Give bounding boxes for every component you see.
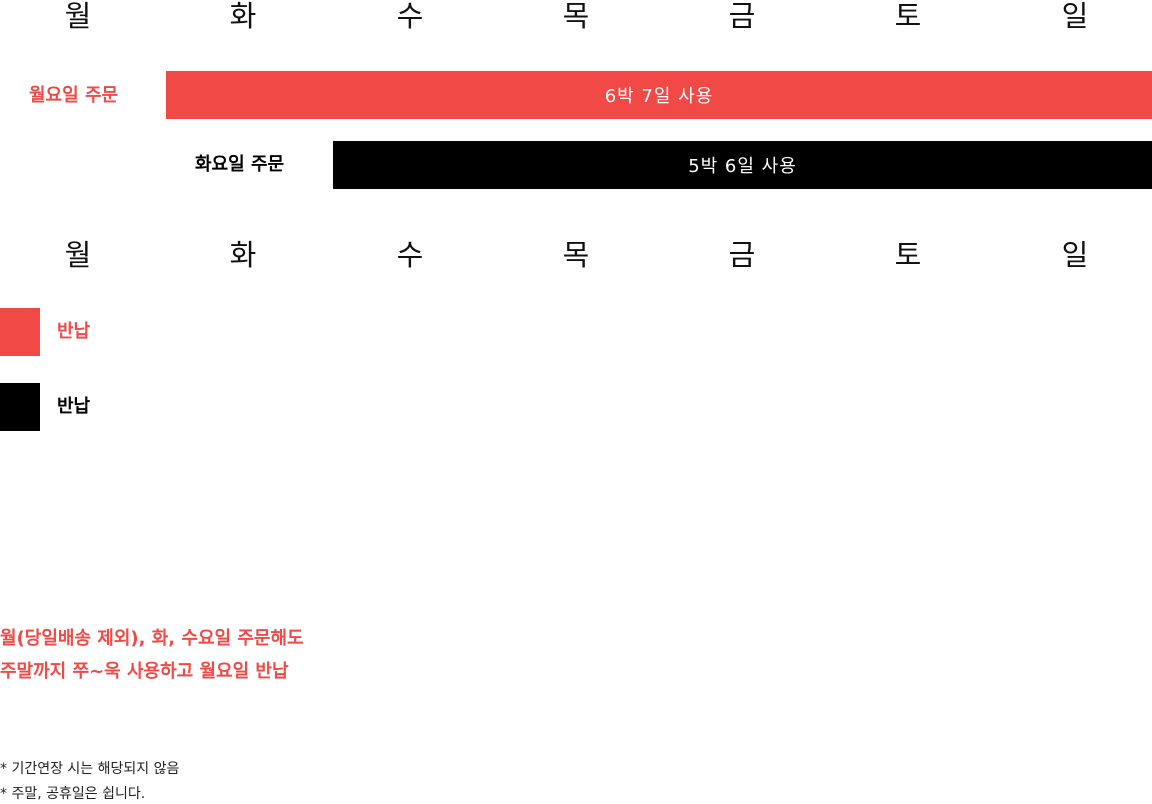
day-tue: 화 — [229, 0, 257, 33]
weekday-header-bottom: 월 화 수 목 금 토 일 — [0, 235, 1152, 275]
day-wed: 수 — [396, 238, 424, 272]
day-sat: 토 — [894, 0, 922, 33]
day-mon: 월 — [64, 0, 92, 33]
day-fri: 금 — [728, 238, 756, 272]
monday-usage-bar: 6박 7일 사용 — [166, 71, 1152, 119]
day-wed: 수 — [396, 0, 424, 33]
legend-swatch-black — [0, 383, 40, 431]
tuesday-usage-text: 5박 6일 사용 — [688, 156, 797, 177]
day-fri: 금 — [728, 0, 756, 33]
monday-usage-text: 6박 7일 사용 — [604, 86, 714, 107]
monday-order-label: 월요일 주문 — [29, 85, 119, 106]
footnote-2: * 주말, 공휴일은 쉽니다. — [0, 786, 146, 802]
day-thu: 목 — [562, 0, 590, 33]
legend-label-red: 반납 — [57, 321, 91, 342]
day-mon: 월 — [64, 238, 92, 272]
legend-label-black: 반납 — [57, 396, 91, 417]
day-tue: 화 — [229, 238, 257, 272]
day-sat: 토 — [894, 238, 922, 272]
footnote-1: * 기간연장 시는 해당되지 않음 — [0, 761, 180, 777]
day-sun: 일 — [1061, 0, 1089, 33]
tuesday-order-label: 화요일 주문 — [195, 154, 285, 175]
note-line-1: 월(당일배송 제외), 화, 수요일 주문해도 — [0, 628, 304, 649]
note-line-2: 주말까지 쭈~욱 사용하고 월요일 반납 — [0, 661, 289, 682]
day-sun: 일 — [1061, 238, 1089, 272]
legend-swatch-red — [0, 308, 40, 356]
day-thu: 목 — [562, 238, 590, 272]
tuesday-usage-bar: 5박 6일 사용 — [333, 141, 1152, 189]
weekday-header-top: 월 화 수 목 금 토 일 — [0, 0, 1152, 36]
